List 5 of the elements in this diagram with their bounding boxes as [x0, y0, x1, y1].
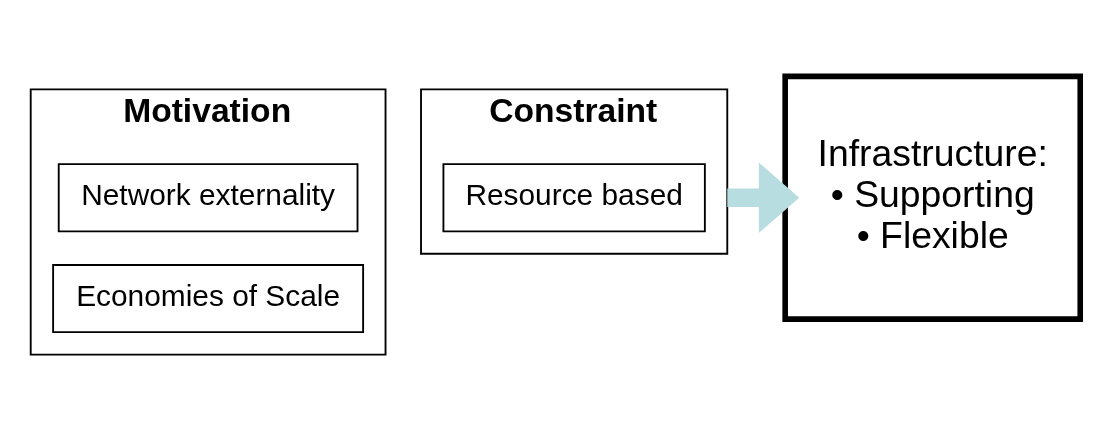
node-box: Resource based [442, 162, 706, 232]
node-box: Network externality [57, 162, 359, 232]
arrow [727, 161, 800, 233]
node-box: Economies of Scale [52, 263, 365, 333]
node-box: Infrastructure: • Supporting • Flexible [782, 73, 1084, 322]
